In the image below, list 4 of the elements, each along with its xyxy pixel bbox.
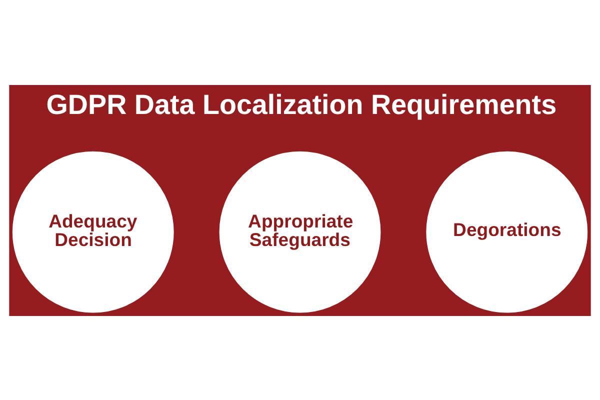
node-circle: Degorations: [426, 150, 588, 312]
node-circle: Appropriate Safeguards: [219, 150, 381, 312]
node-circle: Adequacy Decision: [12, 150, 174, 312]
diagram-title: GDPR Data Localization Requirements: [46, 88, 557, 120]
